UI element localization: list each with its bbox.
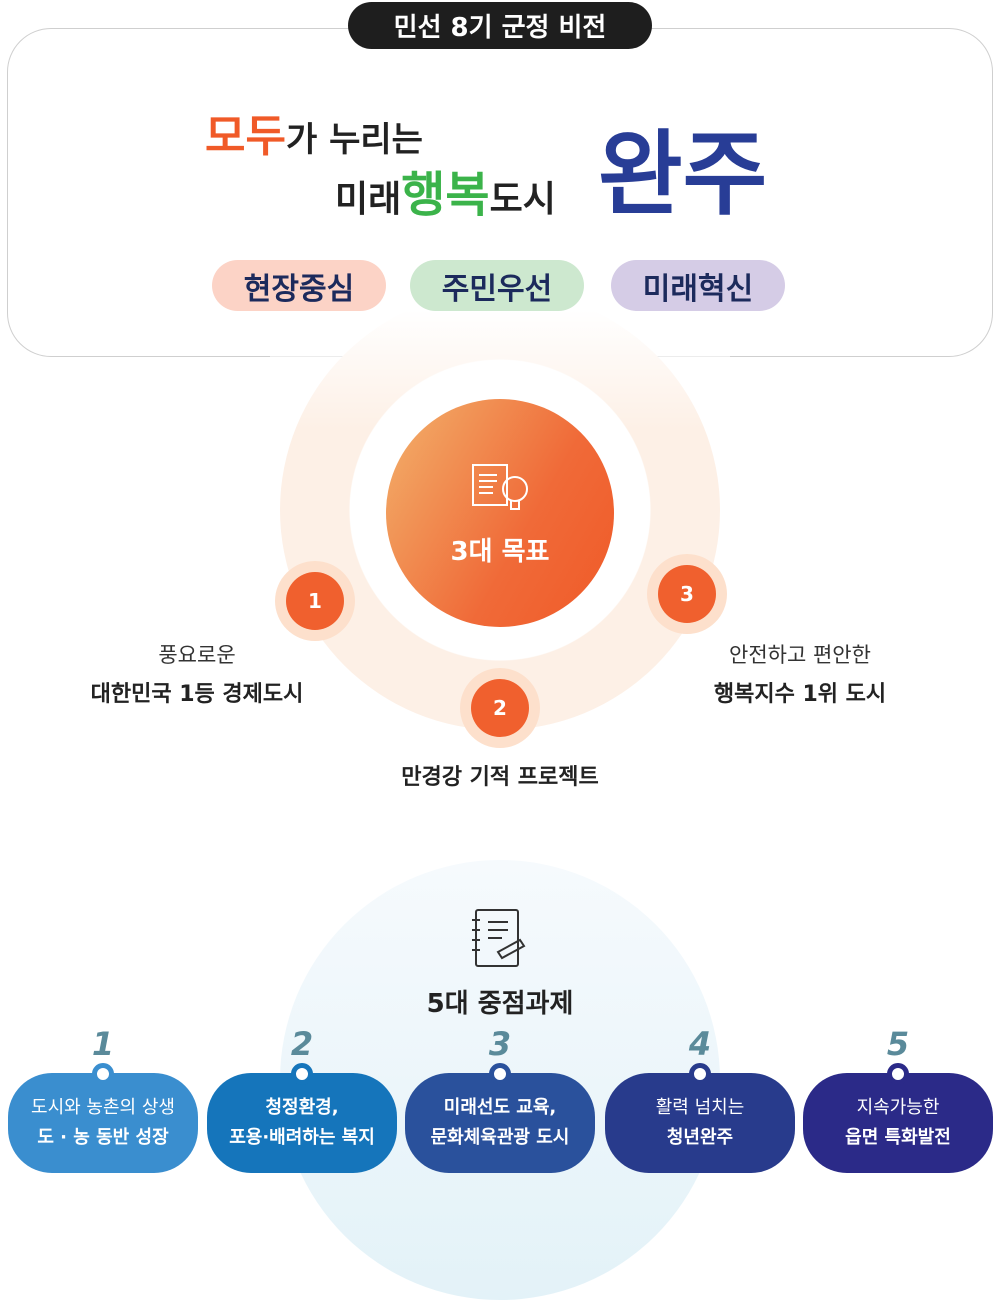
slogan-line1: 모두가 누리는: [205, 100, 423, 164]
goal-number: 1: [275, 561, 355, 641]
task-line1: 미래선도 교육,: [443, 1097, 557, 1118]
task-line2: 청년완주: [666, 1127, 734, 1148]
task-line2: 문화체육관광 도시: [430, 1127, 570, 1148]
task-line2: 포용·배려하는 복지: [229, 1127, 375, 1148]
goal-title: 만경강 기적 프로젝트: [401, 765, 599, 790]
goals-circle: 3대 목표: [386, 399, 614, 627]
task-dot: [489, 1063, 511, 1085]
task-dot: [689, 1063, 711, 1085]
task-number: 4: [688, 1025, 712, 1063]
task-dot: [92, 1063, 114, 1085]
task-card: 미래선도 교육, 문화체육관광 도시: [405, 1073, 595, 1173]
slogan-word: 도시: [489, 178, 556, 220]
goal-number: 3: [647, 554, 727, 634]
goal-number-text: 3: [658, 565, 716, 623]
task-line1: 도시와 농촌의 상생: [31, 1097, 175, 1118]
task-line1: 활력 넘치는: [655, 1097, 745, 1118]
task-number: 1: [91, 1025, 115, 1063]
slogan-line2: 미래행복도시: [335, 155, 556, 225]
goal-number-text: 1: [286, 572, 344, 630]
task-number: 3: [488, 1025, 512, 1063]
value-pill: 주민우선: [410, 260, 584, 311]
goal-subtitle: 풍요로운: [158, 643, 236, 667]
slogan-word: 가 누리는: [285, 120, 423, 160]
goal-number-text: 2: [471, 679, 529, 737]
task-number: 5: [886, 1025, 910, 1063]
task-line1: 청정환경,: [265, 1097, 339, 1118]
goal-subtitle: 안전하고 편안한: [729, 643, 871, 667]
task-number: 2: [290, 1025, 314, 1063]
scroll-bulb-icon: [472, 463, 528, 510]
slogan-word: 미래: [335, 178, 402, 220]
task-card: 청정환경, 포용·배려하는 복지: [207, 1073, 397, 1173]
task-line2: 도 · 농 동반 성장: [37, 1127, 169, 1148]
goals-title: 3대 목표: [450, 536, 550, 567]
goal-title: 행복지수 1위 도시: [713, 682, 887, 707]
goal-title: 대한민국 1등 경제도시: [90, 682, 304, 707]
vision-title: 민선 8기 군정 비전: [348, 2, 652, 49]
slogan-word: 모두: [205, 111, 286, 162]
goal-2: 만경강 기적 프로젝트: [350, 758, 650, 798]
tasks-title: 5대 중점과제: [426, 989, 574, 1019]
task-dot: [887, 1063, 909, 1085]
task-line1: 지속가능한: [856, 1097, 940, 1118]
slogan-name: 완주: [598, 120, 768, 228]
value-pill: 현장중심: [212, 260, 386, 311]
value-pill: 미래혁신: [611, 260, 785, 311]
slogan-word: 행복: [401, 167, 490, 223]
task-dot: [291, 1063, 313, 1085]
goal-number: 2: [460, 668, 540, 748]
task-line2: 읍면 특화발전: [845, 1127, 951, 1148]
notebook-pen-icon: [472, 909, 526, 967]
